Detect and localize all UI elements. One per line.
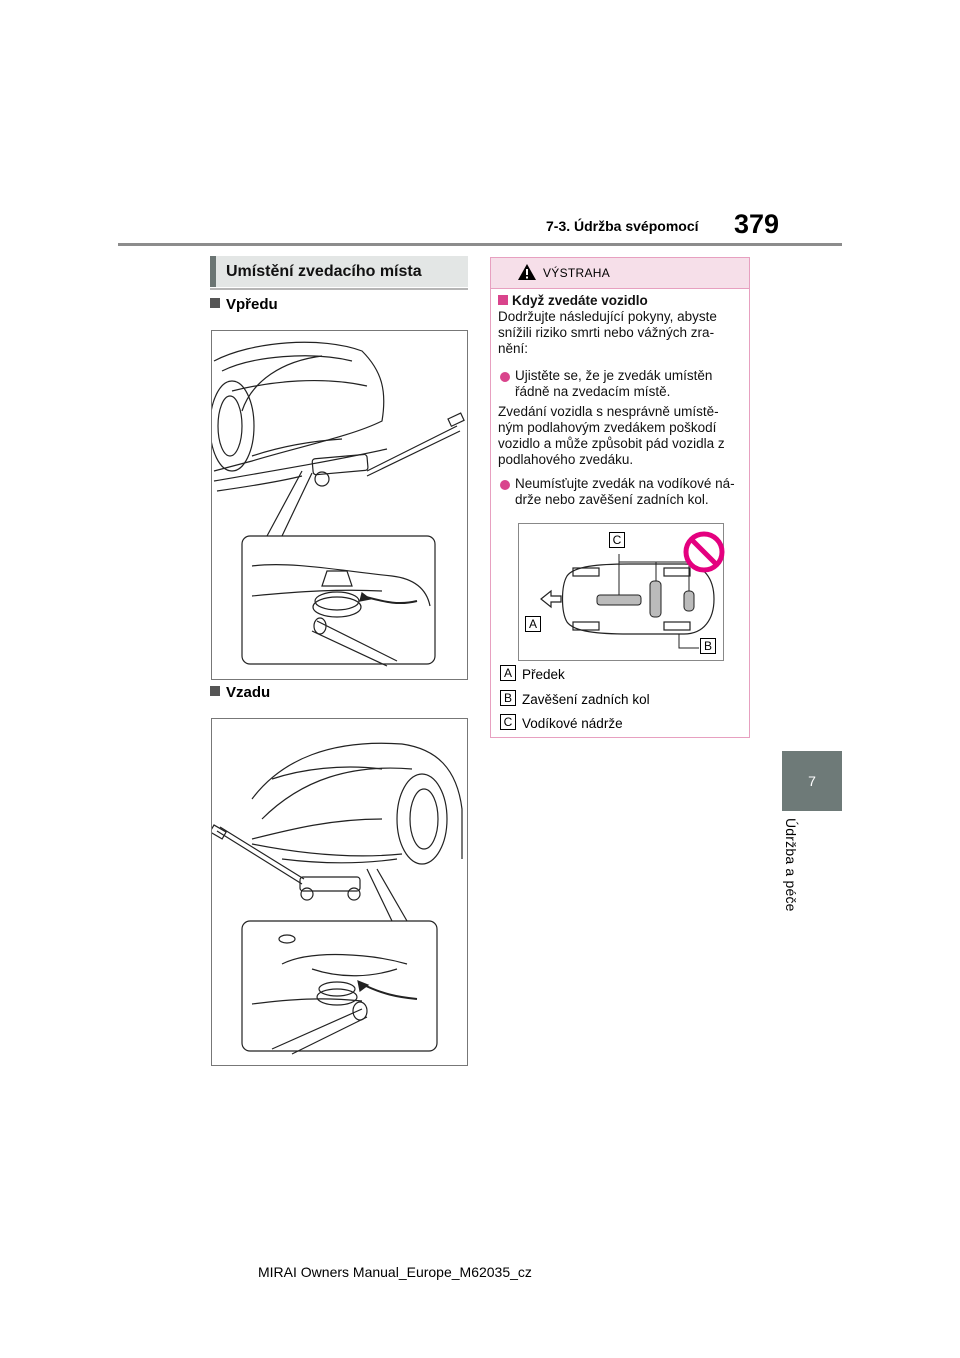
legend-key-a: A	[500, 665, 516, 681]
bullet-dot-icon	[500, 480, 510, 490]
rear-jack-illustration	[211, 718, 468, 1066]
diagram-label-a: A	[525, 616, 541, 632]
footer-manual-id: MIRAI Owners Manual_Europe_M62035_cz	[258, 1264, 532, 1280]
header-rule	[118, 243, 842, 246]
rear-heading-label: Vzadu	[226, 684, 271, 701]
square-bullet-icon	[210, 686, 220, 696]
warning-paragraph-2: Zvedání vozidla s nesprávně umístě-ným p…	[498, 404, 725, 467]
front-heading-label: Vpředu	[226, 296, 278, 313]
section-rule	[210, 288, 468, 290]
warning-box: VÝSTRAHA Když zvedáte vozidlo Dodržujte …	[490, 257, 750, 738]
chapter-label: Údržba a péče	[783, 818, 799, 912]
chapter-number: 7	[808, 773, 816, 789]
legend-key-b: B	[500, 690, 516, 706]
legend-text-hydrogen-tanks: Vodíkové nádrže	[522, 716, 623, 731]
warning-subheading: Když zvedáte vozidlo	[498, 293, 648, 309]
vehicle-topview-drawing	[540, 531, 725, 649]
front-car-drawing	[212, 341, 465, 667]
page-number: 379	[734, 209, 780, 239]
legend-text-rear-suspension: Zavěšení zadních kol	[522, 692, 650, 707]
section-title: Umístění zvedacího místa	[210, 256, 468, 287]
diagram-label-c: C	[609, 532, 625, 548]
diagram-label-b: B	[700, 638, 716, 654]
front-heading: Vpředu	[210, 296, 278, 313]
bullet-dot-icon	[500, 372, 510, 382]
legend-text-front: Předek	[522, 667, 565, 682]
chapter-tab: 7	[782, 751, 842, 811]
warning-subheading-label: Když zvedáte vozidlo	[512, 293, 648, 308]
warning-title: VÝSTRAHA	[543, 266, 611, 280]
front-jack-illustration	[211, 330, 468, 680]
square-bullet-icon	[498, 295, 508, 305]
warning-triangle-icon	[518, 264, 536, 280]
warning-bullet-1: Ujistěte se, že je zvedák umístěn řádně …	[515, 368, 713, 399]
warning-header: VÝSTRAHA	[491, 258, 749, 289]
prohibited-locations-diagram: C A B	[518, 523, 725, 661]
section-header: 7-3. Údržba svépomocí	[546, 218, 699, 234]
warning-intro: Dodržujte následující pokyny, abyste sní…	[498, 309, 717, 356]
square-bullet-icon	[210, 298, 220, 308]
rear-heading: Vzadu	[210, 684, 270, 701]
warning-bullet-2: Neumísťujte zvedák na vodíkové ná-drže n…	[515, 476, 735, 507]
legend-key-c: C	[500, 714, 516, 730]
rear-car-drawing	[212, 742, 463, 1055]
